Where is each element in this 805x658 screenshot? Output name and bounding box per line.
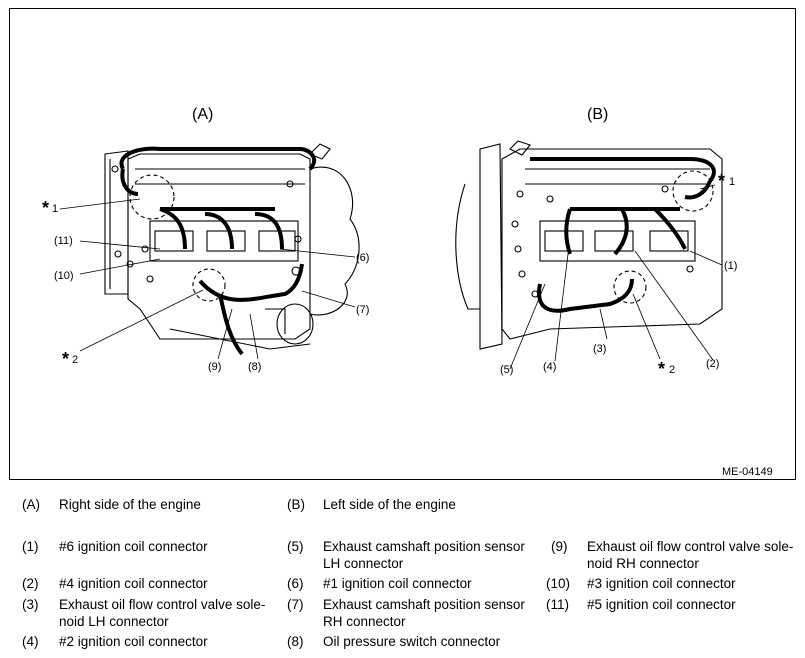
callout-5: (5): [500, 364, 513, 376]
legend-code-5: (5): [287, 539, 304, 554]
legend-text-a: Right side of the engine: [59, 497, 201, 512]
legend-text-6: #1 ignition coil connector: [323, 576, 472, 591]
callout-8: (8): [248, 361, 261, 373]
callout-1: (1): [724, 260, 737, 272]
legend-code-7: (7): [287, 597, 304, 612]
legend-code-2: (2): [22, 576, 39, 591]
star-marker: *: [62, 349, 69, 369]
legend-text-7: Exhaust camshaft position sensor: [323, 597, 525, 612]
legend-text-10: #3 ignition coil connector: [587, 576, 736, 591]
callout-leaders: [59, 184, 723, 370]
engine-left-side-drawing: [455, 140, 723, 350]
legend-text-11: #5 ignition coil connector: [587, 597, 736, 612]
panel-a-label: (A): [192, 106, 213, 123]
legend-text-2: #4 ignition coil connector: [59, 576, 208, 591]
callout-3: (3): [593, 343, 606, 355]
star-marker: *: [658, 359, 665, 379]
legend-text-9b: noid RH connector: [587, 556, 699, 571]
panel-b-label: (B): [587, 106, 608, 123]
legend-text-9: Exhaust oil flow control valve sole-: [587, 539, 794, 554]
callout-11: (11): [54, 235, 73, 247]
engine-right-side-drawing: [104, 143, 360, 356]
callout-10: (10): [54, 270, 74, 282]
legend-code-3: (3): [22, 597, 39, 612]
legend-text-5: Exhaust camshaft position sensor: [323, 539, 525, 554]
legend-text-3b: noid LH connector: [59, 614, 169, 629]
callout-2: (2): [706, 358, 719, 370]
star-marker: *: [42, 198, 49, 218]
star1-label-a: 1: [52, 203, 58, 215]
legend-code-b: (B): [287, 497, 305, 512]
figure-code: ME-04149: [722, 466, 773, 478]
legend-text-b: Left side of the engine: [323, 497, 456, 512]
callout-6: (6): [356, 252, 369, 264]
legend-text-4: #2 ignition coil connector: [59, 634, 208, 649]
legend-text-5b: LH connector: [323, 556, 404, 571]
legend-text-8: Oil pressure switch connector: [323, 634, 501, 649]
star-marker: *: [718, 171, 725, 191]
legend-code-10: (10): [546, 576, 571, 591]
callout-4: (4): [543, 361, 556, 373]
callout-9: (9): [208, 361, 221, 373]
star2-label-a: 2: [72, 354, 78, 366]
legend-code-1: (1): [22, 539, 39, 554]
engine-diagram-figure: (A) (B) * 1 * 2 * 1 * 2 (11) (10) (6) (7…: [9, 8, 796, 480]
callout-7: (7): [356, 304, 369, 316]
legend-code-6: (6): [287, 576, 304, 591]
legend-text-7b: RH connector: [323, 614, 406, 629]
engine-diagram-svg: (A) (B) * 1 * 2 * 1 * 2 (11) (10) (6) (7…: [42, 106, 773, 478]
legend-text-3: Exhaust oil flow control valve sole-: [59, 597, 266, 612]
star2-label-b: 2: [669, 364, 675, 376]
legend-code-11: (11): [546, 597, 570, 612]
legend-text-1: #6 ignition coil connector: [59, 539, 208, 554]
legend-code-4: (4): [22, 634, 39, 649]
legend-code-9: (9): [551, 539, 568, 554]
star1-label-b: 1: [729, 176, 735, 188]
legend-code-8: (8): [287, 634, 304, 649]
legend-code-a: (A): [22, 497, 40, 512]
